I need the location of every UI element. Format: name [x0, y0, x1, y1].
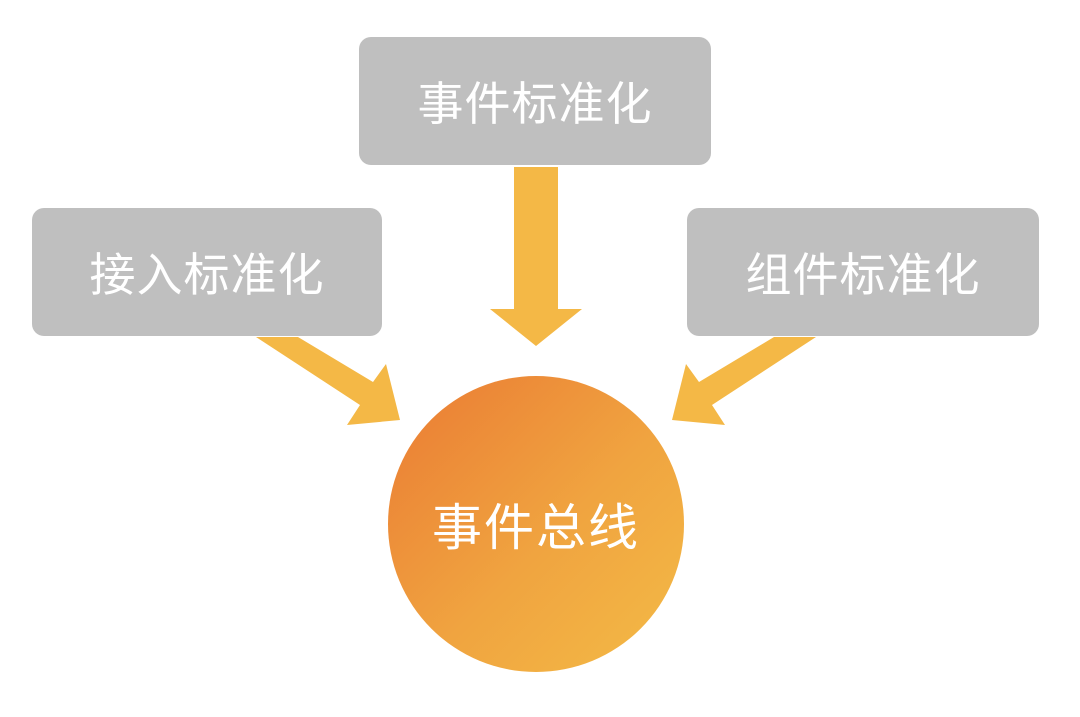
- node-label: 组件标准化: [745, 248, 981, 302]
- node-label: 接入标准化: [89, 248, 325, 302]
- node-event-standardization: 事件标准化: [359, 37, 711, 165]
- node-access-standardization: 接入标准化: [32, 208, 382, 336]
- hub-label: 事件总线: [432, 499, 640, 557]
- arrow-right-to-hub: [672, 337, 816, 425]
- hub-event-bus: 事件总线: [388, 376, 684, 672]
- node-label: 事件标准化: [417, 77, 653, 131]
- arrow-left-to-hub: [256, 337, 400, 425]
- node-component-standardization: 组件标准化: [687, 208, 1039, 336]
- arrow-top-to-hub: [490, 167, 582, 346]
